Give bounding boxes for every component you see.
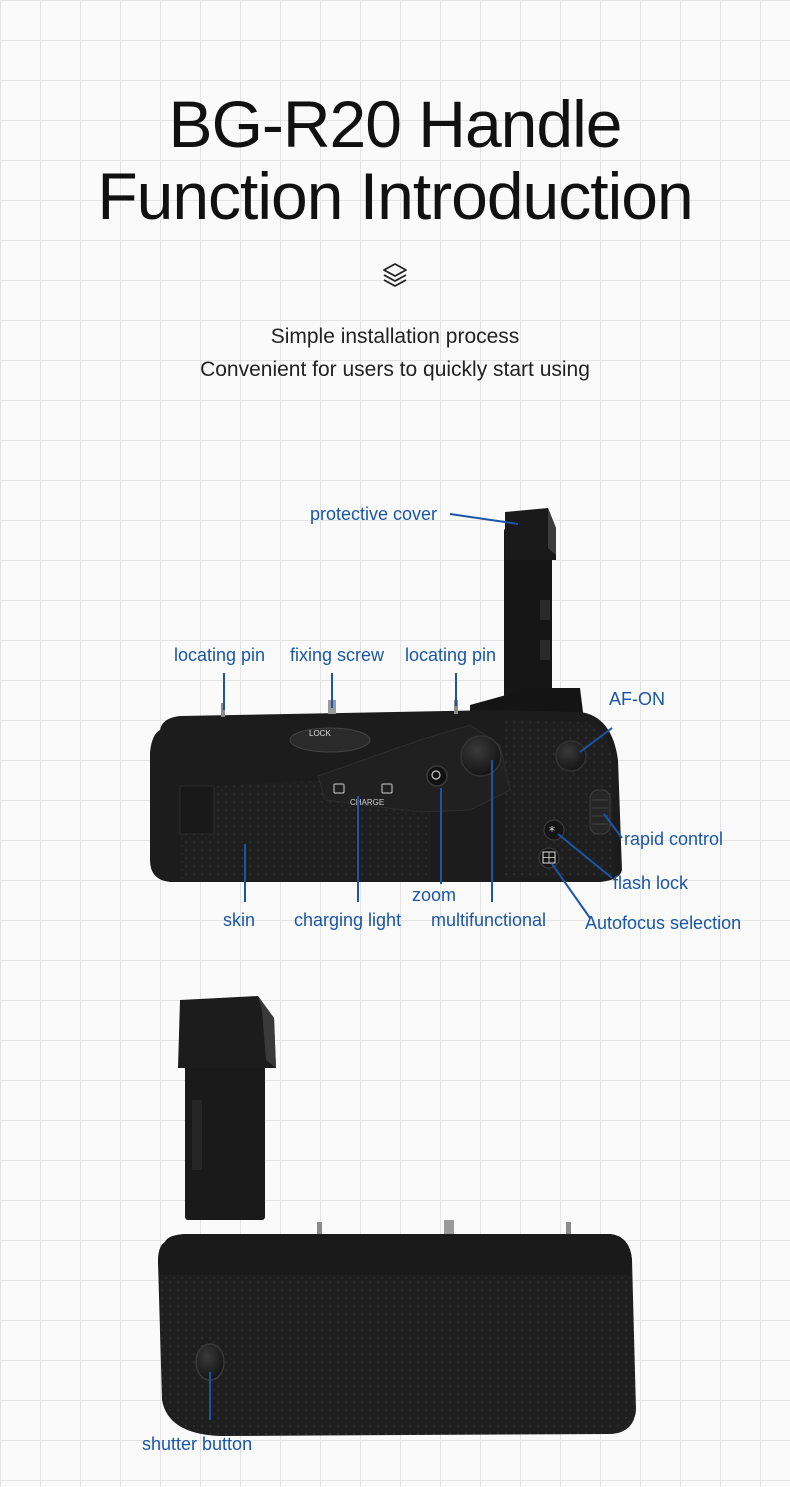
label-locating-pin-left: locating pin [174,645,266,665]
label-rapid-control: rapid control [624,829,724,849]
layers-icon [383,263,407,287]
battery-icon-2 [381,783,393,794]
title-line-1: BG-R20 Handle [168,87,623,161]
lock-text: LOCK [309,729,331,738]
label-flash-lock: flash lock [613,873,689,893]
lock-dial [289,727,371,753]
zoom-icon [431,770,441,780]
label-protective-cover: protective cover [310,504,438,524]
pointer-af-on [579,727,613,753]
pointer-flash-lock [557,833,613,879]
rapid-control-dial [589,789,611,835]
subtitle-line-1: Simple installation process [270,325,520,348]
grip-body-back [158,1234,636,1436]
label-locating-pin-right: locating pin [405,645,497,665]
asterisk-icon: * [549,824,555,838]
grip-back-view [158,996,636,1436]
label-multifunctional: multifunctional [431,910,547,930]
zoom-button [426,765,448,787]
grip-front-view: LOCK CHARGE * [150,508,622,882]
label-shutter-button: shutter button [142,1434,253,1454]
label-fixing-screw: fixing screw [290,645,385,665]
battery-icon-1 [333,783,345,794]
page-title: BG-R20 Handle Function Introduction [0,88,790,232]
charge-text: CHARGE [350,798,384,807]
label-charging-light: charging light [294,910,402,930]
label-skin: skin [223,910,256,930]
protective-cover-part [505,508,556,560]
pointer-autofocus-selection [551,863,591,919]
pointer-lines [209,513,623,1420]
label-af-on: AF-ON [609,689,665,709]
label-autofocus-selection: Autofocus selection [585,913,742,933]
title-line-2: Function Introduction [97,159,693,233]
pointer-protective-cover [449,513,519,525]
pointer-rapid-control [603,813,623,839]
af-on-button [555,740,587,772]
locating-pin-right [454,700,458,714]
subtitle-line-2: Convenient for users to quickly start us… [200,358,590,381]
subtitle: Simple installation process Convenient f… [0,320,790,386]
label-zoom: zoom [412,885,457,905]
multifunction-controller [460,735,502,777]
